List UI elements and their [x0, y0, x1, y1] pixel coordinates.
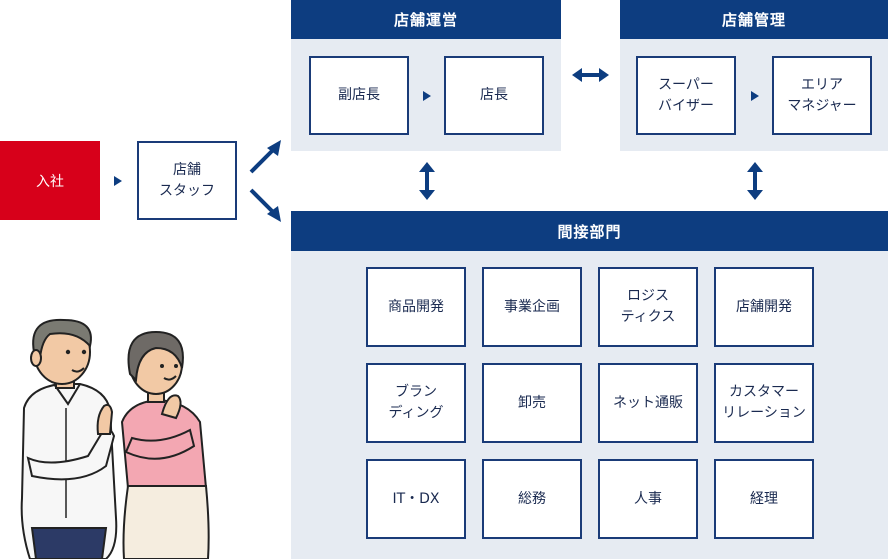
entry-label: 入社 [36, 173, 64, 190]
people-illustration [20, 318, 210, 559]
indirect-departments-title: 間接部門 [557, 222, 622, 241]
department-label: 総務 [518, 490, 546, 507]
department-box: 店舗開発 [714, 267, 814, 347]
branch-arrows-icon [249, 140, 281, 222]
store-staff-label: 店舗 スタッフ [159, 161, 215, 199]
store-manager-label: 店長 [480, 87, 508, 103]
double-arrow-vertical-icon [747, 162, 763, 200]
department-label: ブラン ディング [388, 384, 444, 421]
store-management-title: 店舗管理 [721, 11, 786, 29]
double-arrow-horizontal-icon [572, 68, 609, 82]
entry-box: 入社 [0, 141, 100, 220]
double-arrow-vertical-icon [419, 162, 435, 200]
man-figure [20, 318, 118, 559]
store-manager-box: 店長 [444, 56, 544, 135]
department-box: ロジス ティクス [598, 267, 698, 347]
department-box: IT・DX [366, 459, 466, 539]
area-manager-box: エリア マネジャー [772, 56, 872, 135]
area-manager-label: エリア マネジャー [787, 76, 857, 114]
store-operation-header: 店舗運営 [291, 0, 561, 39]
woman-figure [120, 330, 210, 559]
department-box: 卸売 [482, 363, 582, 443]
department-label: 経理 [750, 490, 778, 507]
indirect-departments-header: 間接部門 [291, 211, 888, 251]
store-operation-title: 店舗運営 [393, 11, 458, 29]
department-box: 事業企画 [482, 267, 582, 347]
department-box: 総務 [482, 459, 582, 539]
department-label: IT・DX [392, 490, 440, 507]
store-staff-box: 店舗 スタッフ [137, 141, 237, 220]
department-box: カスタマー リレーション [714, 363, 814, 443]
vice-store-manager-box: 副店長 [309, 56, 409, 135]
store-management-header: 店舗管理 [620, 0, 888, 39]
department-label: 卸売 [518, 394, 546, 411]
department-label: 事業企画 [504, 298, 560, 315]
department-label: ネット通販 [613, 394, 683, 411]
department-box: 人事 [598, 459, 698, 539]
department-label: 商品開発 [388, 298, 444, 315]
department-box: 商品開発 [366, 267, 466, 347]
supervisor-box: スーパー バイザー [636, 56, 736, 135]
supervisor-label: スーパー バイザー [658, 76, 714, 114]
arrow-right-icon [751, 91, 759, 101]
department-label: 人事 [634, 490, 662, 507]
department-label: カスタマー リレーション [722, 384, 806, 421]
department-box: ネット通販 [598, 363, 698, 443]
arrow-right-icon [423, 91, 431, 101]
department-box: ブラン ディング [366, 363, 466, 443]
department-label: 店舗開発 [736, 298, 792, 315]
arrow-right-icon [114, 176, 122, 186]
vice-store-manager-label: 副店長 [338, 87, 380, 103]
department-label: ロジス ティクス [620, 288, 676, 325]
department-box: 経理 [714, 459, 814, 539]
